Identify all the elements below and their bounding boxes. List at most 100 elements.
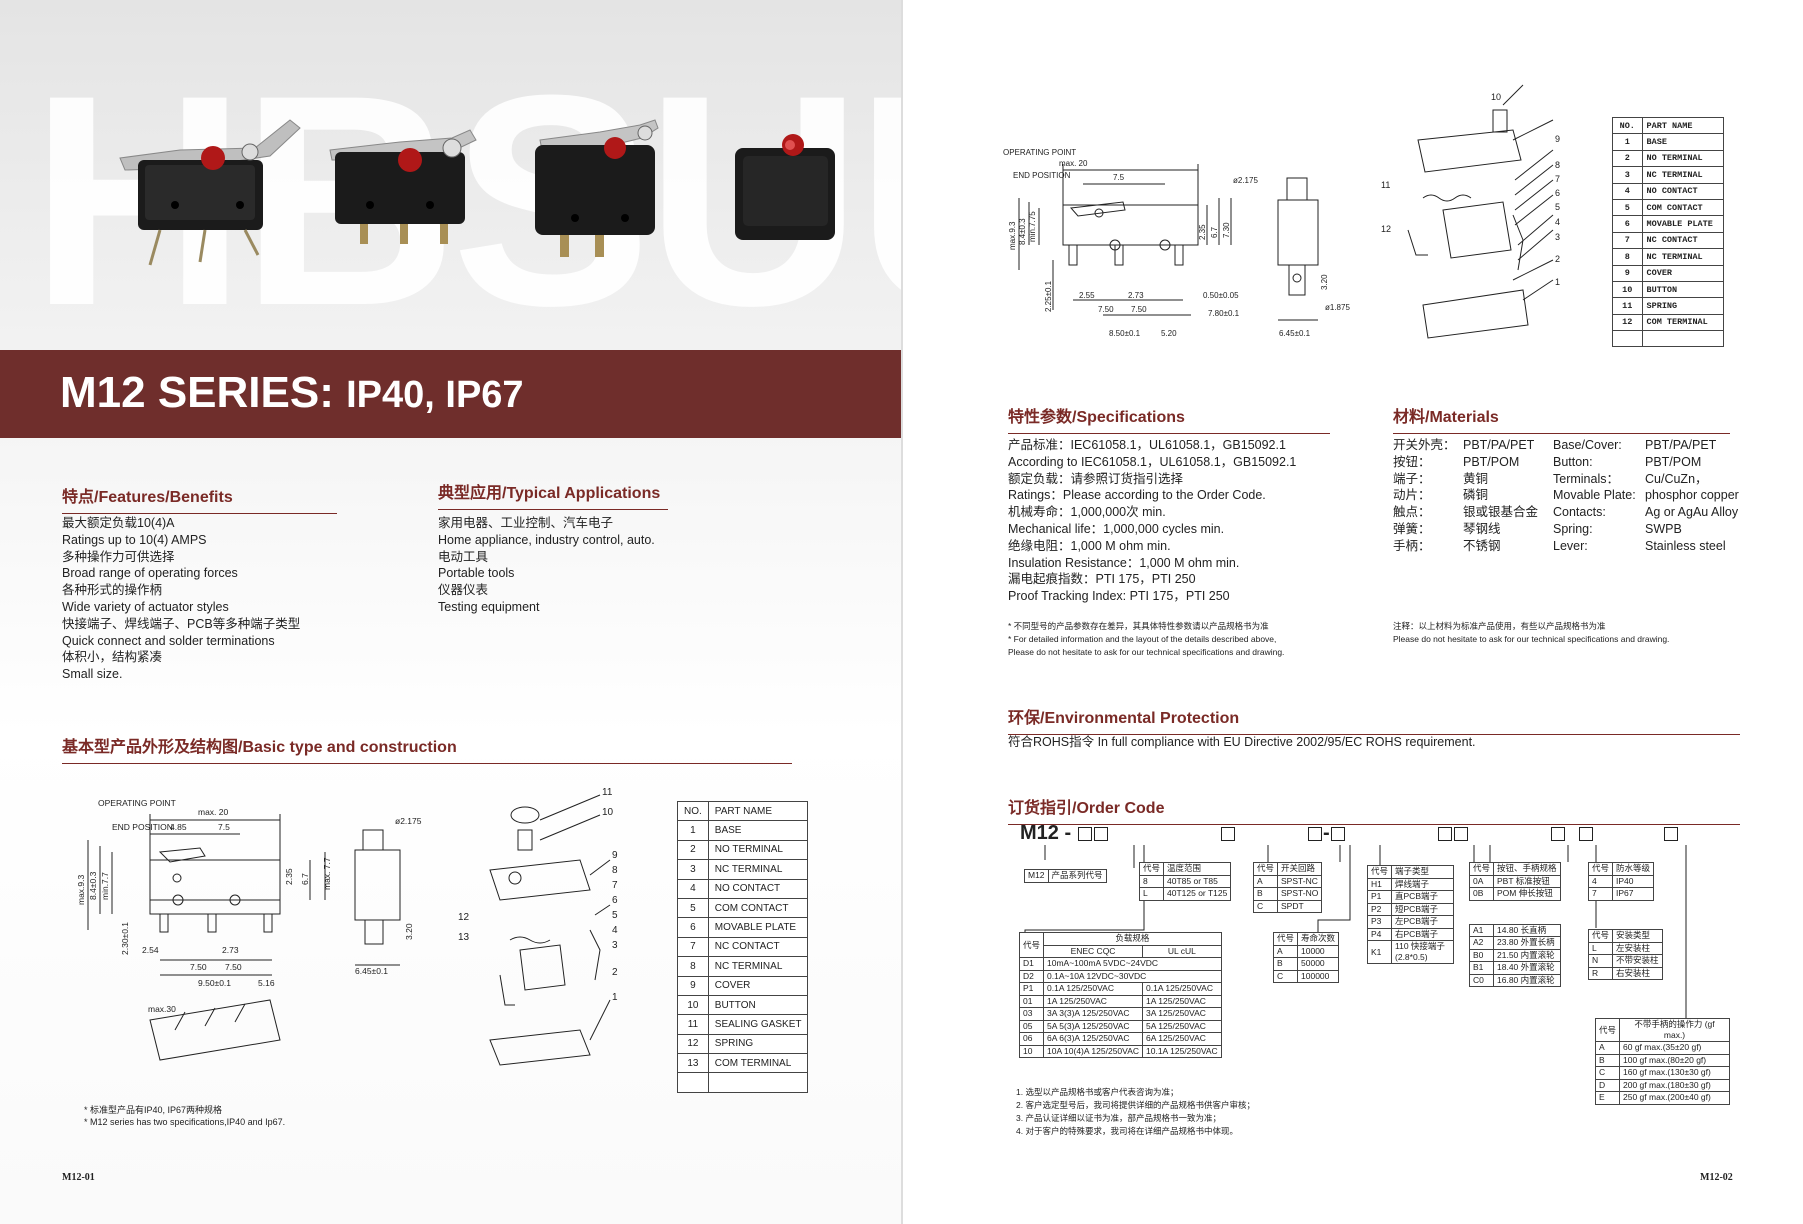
dim-label: 7.5 <box>218 822 230 832</box>
table-cell: 21.50 内置滚轮 <box>1493 948 1561 962</box>
footnote-left: * 标准型产品有IP40, IP67两种规格 * M12 series has … <box>84 1104 285 1128</box>
callout: 5 <box>612 910 618 921</box>
catalog-page-left: HBSUU <box>0 0 901 1224</box>
table-cell: 03 <box>1018 1007 1045 1021</box>
table-cell <box>1641 330 1725 348</box>
table-cell: SPST-NC <box>1277 874 1323 888</box>
dim-label: 6.45±0.1 <box>1279 329 1311 338</box>
table-cell: 5A 5(3)A 125/250VAC <box>1043 1019 1144 1033</box>
table-cell: A1 <box>1468 923 1495 937</box>
material-cell: Contacts: <box>1553 505 1606 520</box>
table-header: 代号 <box>1587 929 1614 943</box>
table-cell: D2 <box>1018 969 1045 983</box>
table-cell: 100000 <box>1297 969 1340 983</box>
table-cell: 左安装柱 <box>1612 941 1663 955</box>
dim-label: 8.50±0.1 <box>1109 329 1141 338</box>
product-photos <box>119 119 835 266</box>
table-cell: A <box>1272 944 1299 958</box>
dim-label: 2.54 <box>142 945 159 955</box>
dimension-drawing-right: OPERATING POINT END POSITION <box>1003 84 1560 339</box>
callout: 12 <box>458 912 470 923</box>
dim-label: 2.55 <box>1079 291 1095 300</box>
table-cell: P2 <box>1366 902 1393 916</box>
specs-list: 产品标准：IEC61058.1，UL61058.1，GB15092.1 Acco… <box>1008 437 1296 605</box>
table-cell: H1 <box>1366 877 1393 891</box>
table-cell: B <box>1252 887 1279 901</box>
material-cell: Movable Plate: <box>1553 488 1636 503</box>
material-cell: 按钮： <box>1393 454 1431 469</box>
dim-label: 4.85 <box>170 822 187 832</box>
dim-label: 7.50 <box>225 962 242 972</box>
dim-label: max. 20 <box>1059 159 1088 168</box>
dim-label: max. 20 <box>198 807 229 817</box>
table-cell: 16.80 内置滚轮 <box>1493 973 1561 987</box>
table-row: 代号防水等级 <box>1587 862 1655 876</box>
code-box <box>1093 826 1108 841</box>
table-row: 代号温度范围 <box>1138 862 1232 876</box>
applications-line: 电动工具 <box>438 549 489 564</box>
dim-label: 6.45±0.1 <box>355 966 388 976</box>
table-cell: 4 <box>1587 874 1614 888</box>
material-cell: PBT/PA/PET <box>1463 438 1535 452</box>
table-header: 代号 <box>1468 862 1495 876</box>
table-cell: 200 gf max.(180±30 gf) <box>1619 1078 1731 1092</box>
table-cell: 40T125 or T125 <box>1163 887 1232 901</box>
table-row: 代号端子类型 <box>1366 865 1455 879</box>
callout: 11 <box>602 787 613 798</box>
table-cell: 10mA~100mA 5VDC~24VDC <box>1043 957 1222 971</box>
table-cell: 0.1A 125/250VAC <box>1043 982 1144 996</box>
dim-label: 2.30±0.1 <box>120 922 130 955</box>
callout: 7 <box>612 880 618 891</box>
table-header: 温度范围 <box>1163 862 1232 876</box>
material-cell: 琴钢线 <box>1463 521 1501 536</box>
table-header: 按钮、手柄规格 <box>1493 862 1561 876</box>
table-cell: 3A 3(3)A 125/250VAC <box>1043 1007 1144 1021</box>
table-cell: 06 <box>1018 1032 1045 1046</box>
code-box <box>1330 826 1345 841</box>
table-cell: 60 gf max.(35±20 gf) <box>1619 1041 1731 1055</box>
table-cell: L <box>1138 887 1165 901</box>
table-row: 代号不带手柄的操作力 (gf max.) <box>1594 1018 1731 1042</box>
specs-notes: * 不同型号的产品参数存在差异，其具体特性参数请以产品规格书为准 * For d… <box>1008 620 1284 659</box>
table-cell: L <box>1587 941 1614 955</box>
table-cell: 40T85 or T85 <box>1163 874 1232 888</box>
applications-line: Portable tools <box>438 566 515 581</box>
features-line: 快接端子、焊线端子、PCB等多种端子类型 <box>62 616 301 631</box>
table-cell: R <box>1587 966 1614 980</box>
specs-line: Insulation Resistance：1,000 M ohm min. <box>1008 555 1240 570</box>
table-cell: 右PCB端子 <box>1391 927 1455 941</box>
footnote-line: * M12 series has two specifications,IP40… <box>84 1117 286 1127</box>
code-box <box>1663 826 1678 841</box>
table-cell: P1 <box>1366 890 1393 904</box>
specs-note: * 不同型号的产品参数存在差异，其具体特性参数请以产品规格书为准 <box>1008 621 1269 631</box>
callout: 7 <box>1555 174 1560 184</box>
table-cell: B0 <box>1468 948 1495 962</box>
table-header: ENEC CQC <box>1043 944 1144 958</box>
dim-label: 7.50 <box>1098 305 1114 314</box>
materials-notes: 注释：以上材料为标准产品使用，有些以产品规格书为准 Please do not … <box>1393 620 1669 646</box>
dim-label: 2.73 <box>1128 291 1144 300</box>
dim-label: 2.73 <box>222 945 239 955</box>
materials-title: 材料/Materials <box>1393 403 1730 434</box>
features-line: 最大额定负载10(4)A <box>62 516 175 530</box>
table-cell: 7 <box>1587 887 1614 901</box>
material-cell: Button: <box>1553 454 1593 469</box>
table-cell: 短PCB端子 <box>1391 902 1455 916</box>
